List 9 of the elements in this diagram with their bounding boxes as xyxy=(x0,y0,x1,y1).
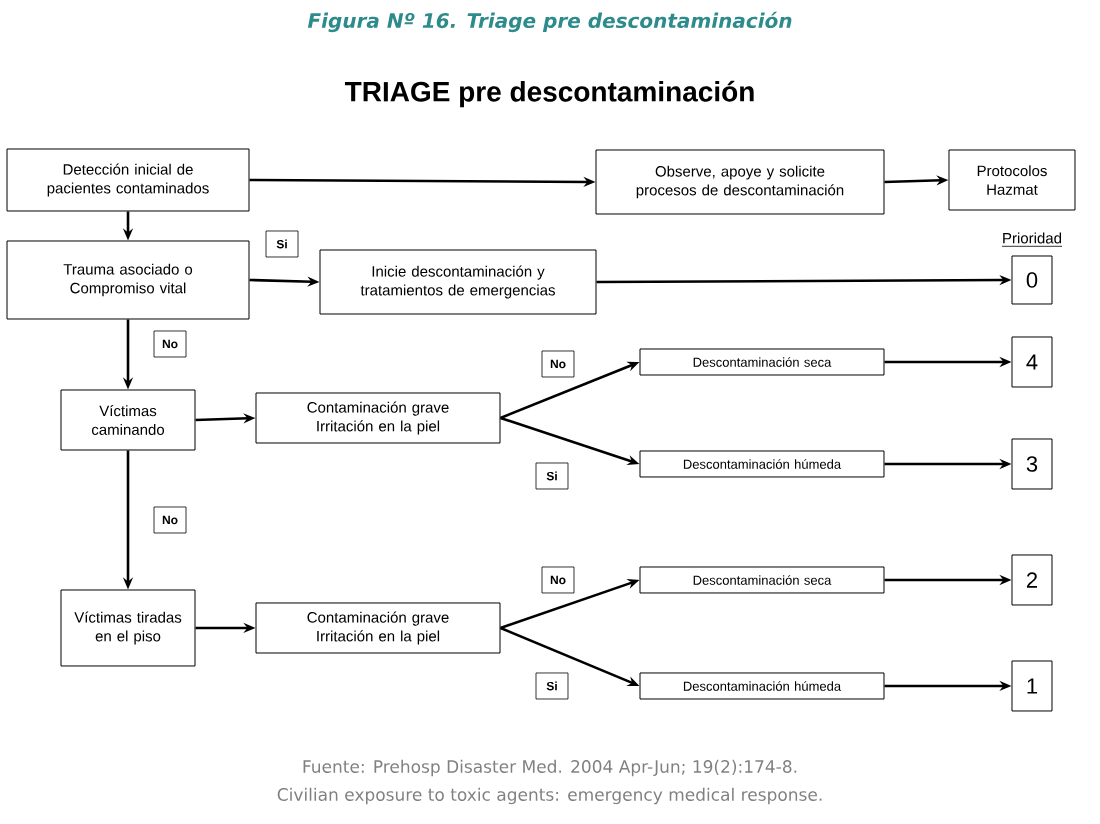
figure-caption: Figura Nº 16. Triage pre descontaminación xyxy=(307,11,792,33)
priority-box: 2 xyxy=(1011,554,1053,606)
priority-box: 4 xyxy=(1011,336,1053,388)
source-note: Fuente: Prehosp Disaster Med. 2004 Apr-Jun; 19(2):174-8. xyxy=(303,759,797,777)
priority-box: 0 xyxy=(1011,255,1053,305)
priority-box: 3 xyxy=(1011,438,1053,490)
source-note: Civilian exposure to toxic agents: emergency medical response. xyxy=(277,787,822,805)
priority-box: 1 xyxy=(1011,660,1053,712)
title: TRIAGE pre descontaminación xyxy=(344,80,754,108)
